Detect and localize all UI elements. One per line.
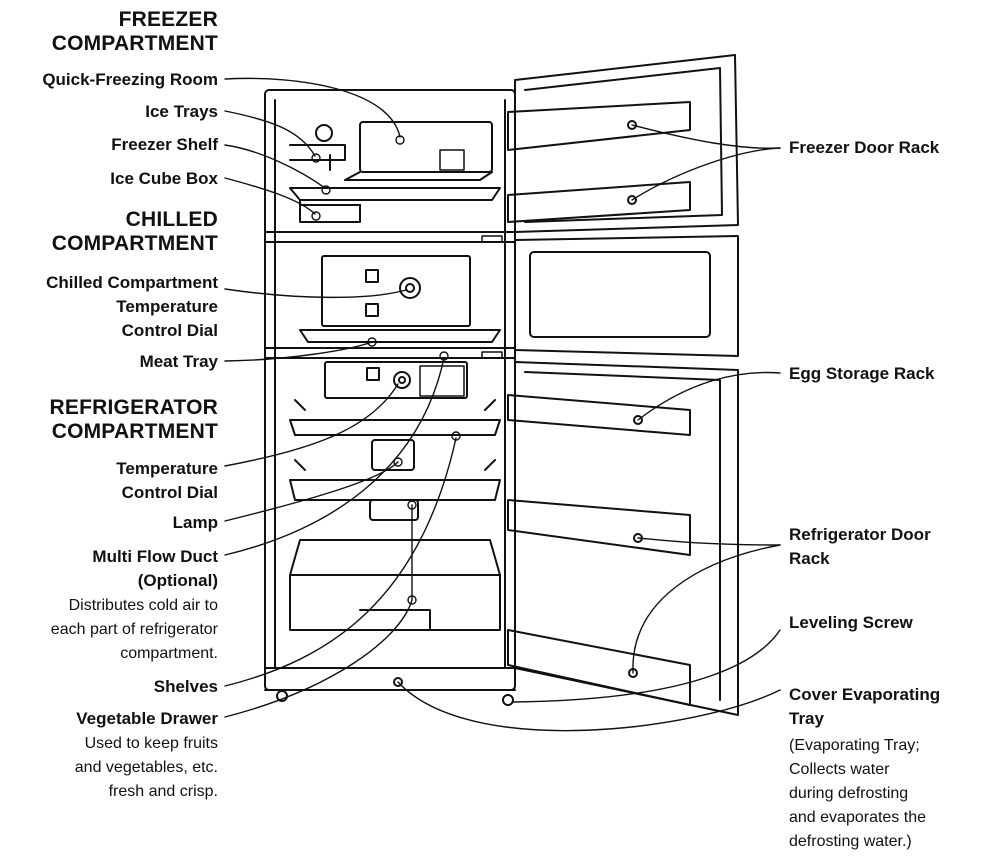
label-ice-cube-box: Ice Cube Box — [110, 169, 218, 188]
desc-line: Used to keep fruits — [84, 735, 218, 752]
chilled-compartment-heading: CHILLED COMPARTMENT — [52, 208, 218, 256]
desc-line: Distributes cold air to — [68, 597, 218, 614]
label-multi-flow-duct: Multi Flow Duct (Optional) — [92, 545, 218, 593]
label-line: Rack — [789, 549, 830, 568]
label-freezer-door-rack: Freezer Door Rack — [789, 138, 940, 157]
freezer-interior — [289, 121, 503, 243]
label-freezer-shelf: Freezer Shelf — [111, 135, 218, 154]
heading-line: COMPARTMENT — [51, 32, 218, 55]
desc-line: (Evaporating Tray; — [789, 737, 920, 754]
label-line: Cover Evaporating — [789, 685, 941, 704]
label-line: Multi Flow Duct — [92, 547, 218, 566]
heading-line: REFRIGERATOR — [49, 396, 218, 419]
label-line: Control Dial — [121, 321, 218, 340]
label-line: Tray — [789, 709, 824, 728]
chilled-interior — [299, 255, 503, 359]
leader-lines — [224, 77, 781, 732]
heading-line: COMPARTMENT — [51, 232, 218, 255]
label-line: Temperature — [116, 297, 218, 316]
refrigerator-door — [507, 361, 739, 716]
label-line: Refrigerator Door — [789, 525, 931, 544]
label-chilled-temperature-dial: Chilled Compartment Temperature Control … — [46, 271, 218, 343]
multi-flow-duct-description: Distributes cold air to each part of ref… — [51, 594, 218, 666]
cover-evaporating-tray-description: (Evaporating Tray; Collects water during… — [789, 734, 926, 854]
refrigerator-compartment-heading: REFRIGERATOR COMPARTMENT — [50, 396, 218, 444]
desc-line: during defrosting — [789, 785, 909, 802]
label-quick-freezing-room: Quick-Freezing Room — [42, 70, 218, 89]
desc-line: fresh and crisp. — [108, 783, 218, 800]
desc-line: Collects water — [789, 761, 890, 778]
label-line: (Optional) — [137, 571, 218, 590]
cabinet-body — [264, 89, 516, 706]
label-refrigerator-door-rack: Refrigerator Door Rack — [789, 523, 931, 571]
heading-line: COMPARTMENT — [51, 420, 218, 443]
label-egg-storage-rack: Egg Storage Rack — [789, 364, 935, 383]
label-ice-trays: Ice Trays — [145, 102, 218, 121]
label-temperature-dial: Temperature Control Dial — [116, 457, 218, 505]
label-line: Control Dial — [121, 483, 218, 502]
label-lamp: Lamp — [172, 513, 218, 532]
desc-line: compartment. — [120, 645, 218, 662]
heading-line: FREEZER — [118, 8, 218, 31]
desc-line: and vegetables, etc. — [74, 759, 218, 776]
desc-line: and evaporates the — [789, 809, 926, 826]
freezer-compartment-heading: FREEZER COMPARTMENT — [52, 8, 218, 56]
label-meat-tray: Meat Tray — [139, 352, 218, 371]
label-shelves: Shelves — [153, 677, 218, 696]
label-leveling-screw: Leveling Screw — [789, 613, 913, 632]
desc-line: defrosting water.) — [789, 833, 912, 850]
heading-line: CHILLED — [125, 208, 218, 231]
vegetable-drawer-description: Used to keep fruits and vegetables, etc.… — [75, 732, 218, 804]
label-line: Temperature — [116, 459, 218, 478]
refrigerator-interior — [289, 361, 501, 631]
label-cover-evaporating-tray: Cover Evaporating Tray — [789, 683, 940, 731]
freezer-door — [507, 54, 739, 233]
chilled-door — [514, 235, 739, 357]
label-line: Chilled Compartment — [46, 273, 218, 292]
desc-line: each part of refrigerator — [50, 621, 218, 638]
label-vegetable-drawer: Vegetable Drawer — [76, 709, 218, 728]
